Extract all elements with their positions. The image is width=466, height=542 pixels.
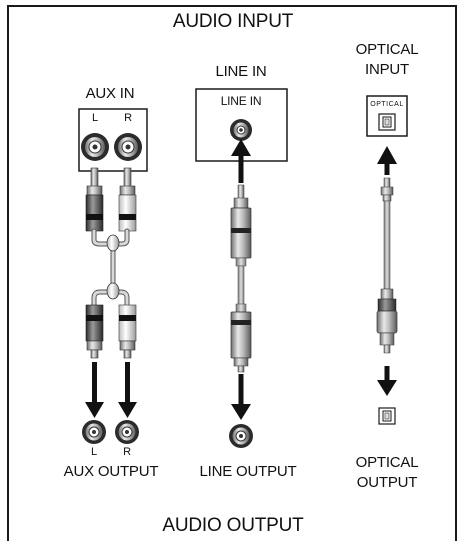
aux-output-label: AUX OUTPUT — [63, 463, 159, 480]
aux-in-port-right-label: R — [124, 112, 132, 124]
aux-top-right-plug — [118, 167, 137, 232]
line-out-jack — [229, 424, 253, 448]
line-output-label: LINE OUTPUT — [199, 463, 297, 480]
audio-output-title: AUDIO OUTPUT — [162, 515, 304, 536]
aux-out-left-label: L — [91, 446, 97, 458]
aux-bottom-right-plug — [118, 304, 137, 359]
optical-cable — [376, 177, 398, 354]
aux-splitter-bottom — [106, 282, 120, 300]
optical-port-label: OPTICAL — [370, 101, 404, 108]
line-out-down-arrow — [231, 374, 251, 420]
aux-bottom-left-plug — [85, 304, 104, 359]
aux-in-right-jack — [114, 133, 142, 161]
optical-output-label-line1: OPTICAL — [355, 454, 419, 471]
optical-in-up-arrow — [377, 146, 397, 175]
line-in-panel-label: LINE IN — [220, 94, 262, 108]
optical-output-label-line2: OUTPUT — [356, 474, 418, 491]
aux-right-arrow — [118, 362, 137, 418]
optical-input-label-line1: OPTICAL — [355, 41, 419, 58]
optical-input-label-line2: INPUT — [364, 61, 410, 78]
aux-left-arrow — [85, 362, 104, 418]
line-cable — [230, 184, 252, 373]
aux-out-left-jack — [82, 420, 106, 444]
aux-splitter-top — [106, 234, 120, 252]
optical-out-port — [378, 407, 396, 425]
optical-out-down-arrow — [377, 366, 397, 396]
diagram-frame — [7, 5, 457, 541]
aux-cable — [91, 228, 130, 308]
aux-in-label: AUX IN — [85, 85, 135, 102]
line-in-up-arrow — [231, 139, 251, 183]
audio-input-title: AUDIO INPUT — [172, 11, 294, 32]
aux-top-left-plug — [85, 167, 104, 232]
line-in-label: LINE IN — [215, 63, 267, 80]
aux-in-port-left-label: L — [92, 112, 98, 124]
line-in-jack — [230, 119, 252, 141]
aux-in-left-jack — [81, 133, 109, 161]
aux-out-right-jack — [115, 420, 139, 444]
aux-out-right-label: R — [123, 446, 131, 458]
optical-in-port — [366, 95, 408, 137]
